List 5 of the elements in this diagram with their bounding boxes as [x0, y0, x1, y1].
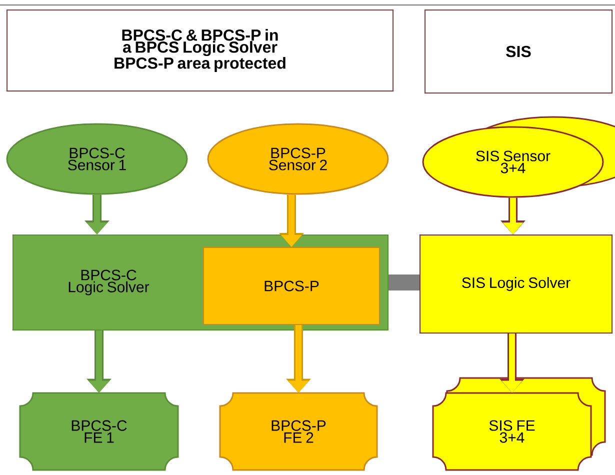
logic-solver-box: BPCS-P: [203, 247, 380, 325]
connector-bar: [388, 274, 420, 290]
header-box: BPCS-C & BPCS-P in a BPCS Logic Solver BPCS-P area protected: [6, 10, 394, 92]
logic-solver-box: SIS Logic Solver: [420, 234, 612, 334]
header-box: SIS: [424, 10, 612, 94]
